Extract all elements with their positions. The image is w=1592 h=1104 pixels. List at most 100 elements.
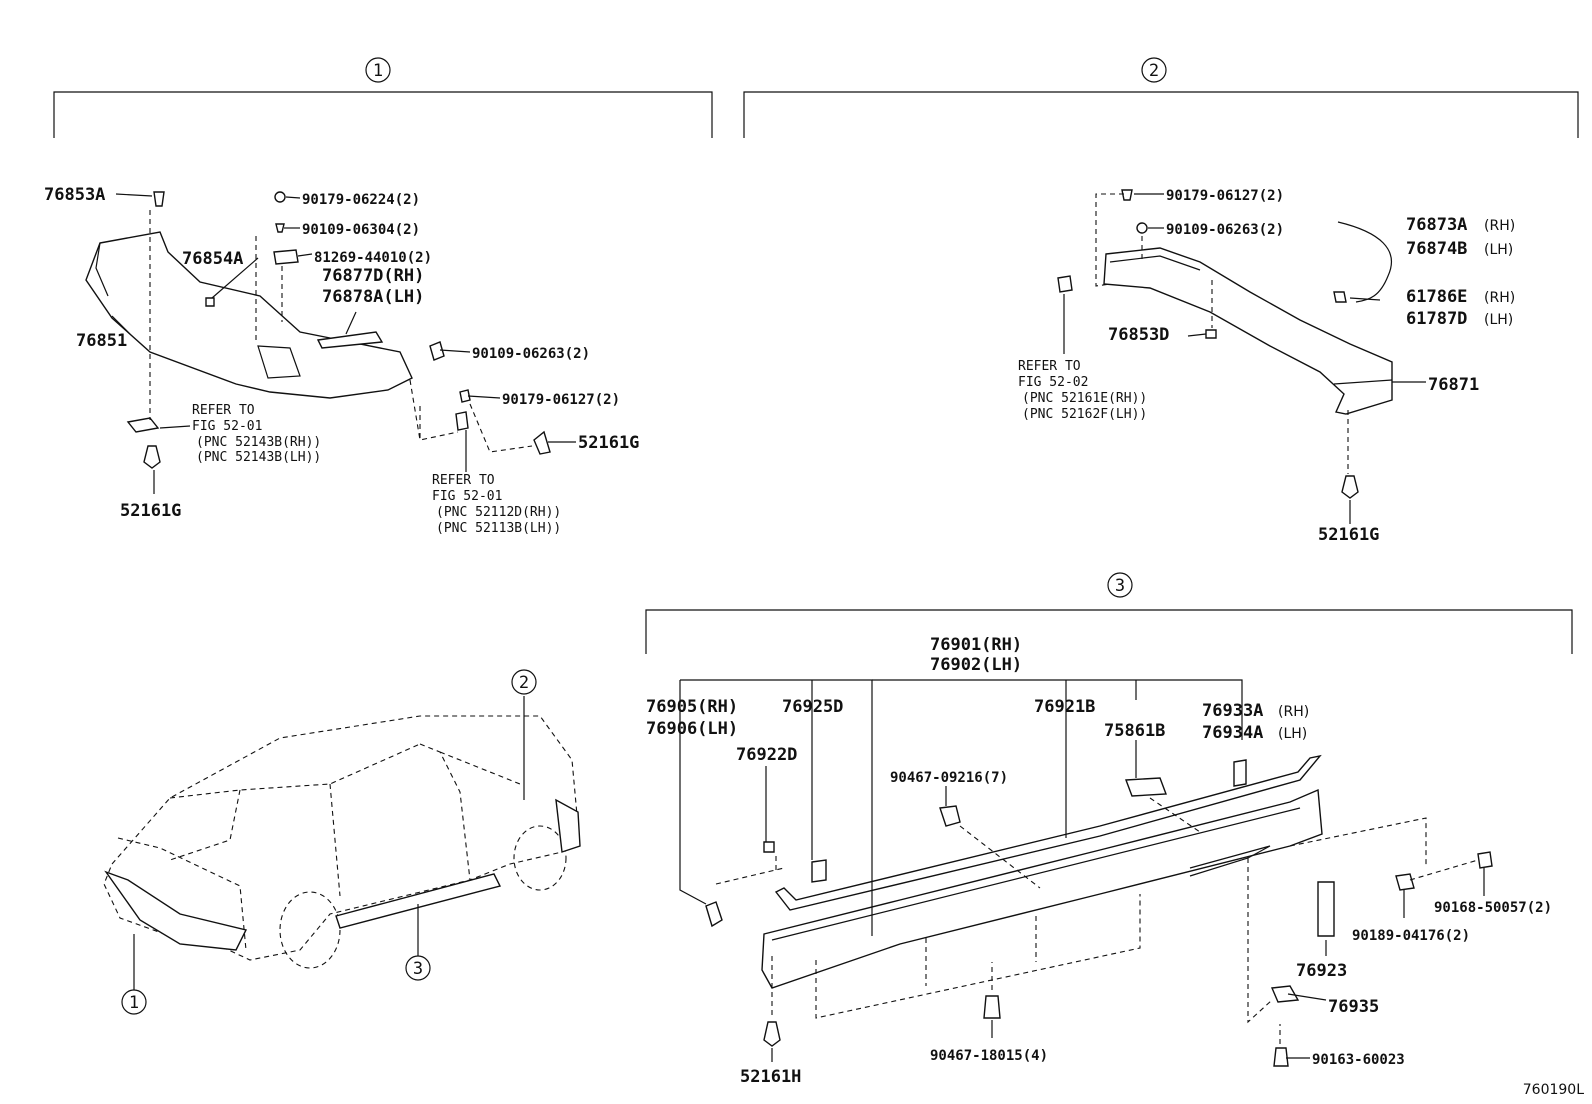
front-wheel xyxy=(279,891,341,969)
label-52161G-rear: 52161G xyxy=(1318,525,1379,545)
clip-90467-18015-part xyxy=(983,995,1001,1019)
nut-part xyxy=(274,191,286,203)
label-52161G-right: 52161G xyxy=(578,433,639,453)
label-76874B-side: (LH) xyxy=(1484,242,1513,258)
label-76874B: 76874B xyxy=(1406,239,1467,259)
label-76871: 76871 xyxy=(1428,375,1479,395)
pad-76923-part xyxy=(1317,881,1335,937)
svg-text:REFER TO: REFER TO xyxy=(192,403,255,418)
bracket-76935-part xyxy=(1270,985,1300,1003)
grommet-52161H-part xyxy=(763,1021,781,1047)
clip-76853A-part xyxy=(153,191,165,207)
label-90109-06304: 90109-06304(2) xyxy=(302,222,420,238)
front-spoiler-part xyxy=(85,231,413,399)
label-76901: 76901(RH) xyxy=(930,635,1022,655)
callout-3-label: 3 xyxy=(1115,576,1125,596)
tape-76925D-part xyxy=(811,859,827,883)
label-90109-06263-rear: 90109-06263(2) xyxy=(1166,222,1284,238)
label-76921B: 76921B xyxy=(1034,697,1095,717)
label-76933A-side: (RH) xyxy=(1278,704,1309,720)
svg-text:FIG 52-01: FIG 52-01 xyxy=(432,489,502,504)
label-75861B: 75861B xyxy=(1104,721,1165,741)
label-76873A-side: (RH) xyxy=(1484,218,1515,234)
label-76905: 76905(RH) xyxy=(646,697,738,717)
label-61786E-side: (RH) xyxy=(1484,290,1515,306)
svg-text:FIG 52-02: FIG 52-02 xyxy=(1018,375,1088,390)
svg-text:(PNC 52113B(LH)): (PNC 52113B(LH)) xyxy=(436,521,561,536)
front-spoiler-highlight xyxy=(104,870,248,951)
label-76853D: 76853D xyxy=(1108,325,1169,345)
callout-2-label: 2 xyxy=(1149,61,1159,81)
section-3-bracket xyxy=(645,609,1573,654)
section-3: 76901(RH) 76902(LH) 76905(RH) 76906(LH) … xyxy=(646,635,1552,1087)
callout-1-label: 1 xyxy=(373,61,383,81)
label-81269-44010: 81269-44010(2) xyxy=(314,250,432,266)
label-76878A: 76878A(LH) xyxy=(322,287,424,307)
label-76925D: 76925D xyxy=(782,697,843,717)
label-76933A: 76933A xyxy=(1202,701,1263,721)
section-2: 90179-06127(2) 90109-06263(2) 76873A (RH… xyxy=(1018,188,1515,545)
rear-wheel xyxy=(513,825,567,891)
grommet-52161G-part xyxy=(143,445,161,469)
trim-strip-part xyxy=(316,331,384,349)
clip-90467-09216-part xyxy=(939,805,961,827)
rear-spoiler-part xyxy=(1103,247,1393,415)
svg-text:(PNC 52161E(RH)): (PNC 52161E(RH)) xyxy=(1022,391,1147,406)
moulding-76921B-part xyxy=(774,754,1322,911)
tape-75861B-part xyxy=(1125,777,1167,797)
svg-text:FIG 52-01: FIG 52-01 xyxy=(192,419,262,434)
label-76922D: 76922D xyxy=(736,745,797,765)
label-76934A-side: (LH) xyxy=(1278,726,1307,742)
label-90179-06224: 90179-06224(2) xyxy=(302,192,420,208)
label-90179-06127-rear: 90179-06127(2) xyxy=(1166,188,1284,204)
svg-text:(PNC 52143B(RH)): (PNC 52143B(RH)) xyxy=(196,435,321,450)
section-2-bracket xyxy=(743,91,1579,138)
label-90467-18015: 90467-18015(4) xyxy=(930,1048,1048,1064)
callout-3-top: 3 xyxy=(1107,572,1133,598)
label-76934A: 76934A xyxy=(1202,723,1263,743)
side-skirt-highlight xyxy=(335,873,502,929)
label-61787D: 61787D xyxy=(1406,309,1467,329)
label-52161H: 52161H xyxy=(740,1067,801,1087)
vehicle-overview: 1 3 2 xyxy=(103,669,581,1015)
label-76873A: 76873A xyxy=(1406,215,1467,235)
label-76877D: 76877D(RH) xyxy=(322,266,424,286)
label-52161G-left: 52161G xyxy=(120,501,181,521)
label-90163-60023: 90163-60023 xyxy=(1312,1052,1405,1068)
label-76923: 76923 xyxy=(1296,961,1347,981)
refer-note-1: REFER TO FIG 52-01 (PNC 52143B(RH)) (PNC… xyxy=(192,403,321,465)
bracket-clip-part xyxy=(126,417,160,433)
label-90467-09216: 90467-09216(7) xyxy=(890,770,1008,786)
svg-text:(PNC 52143B(LH)): (PNC 52143B(LH)) xyxy=(196,450,321,465)
svg-text:REFER TO: REFER TO xyxy=(432,473,495,488)
wire-76873A-part xyxy=(1337,221,1393,303)
refer-note-3: REFER TO FIG 52-02 (PNC 52161E(RH)) (PNC… xyxy=(1018,359,1147,422)
label-76853A: 76853A xyxy=(44,185,105,205)
side-skirt-part xyxy=(761,788,1323,989)
svg-text:REFER TO: REFER TO xyxy=(1018,359,1081,374)
label-90189-04176: 90189-04176(2) xyxy=(1352,928,1470,944)
section-1: 76853A 90179-06224(2) 90109-06304(2) 812… xyxy=(44,185,639,536)
callout-1-top: 1 xyxy=(365,57,391,83)
rear-spoiler-highlight xyxy=(555,798,581,853)
label-76902: 76902(LH) xyxy=(930,655,1022,675)
refer-note-2: REFER TO FIG 52-01 (PNC 52112D(RH)) (PNC… xyxy=(432,473,561,536)
overview-callout-2: 2 xyxy=(519,673,529,693)
label-90109-06263: 90109-06263(2) xyxy=(472,346,590,362)
label-90179-06127: 90179-06127(2) xyxy=(502,392,620,408)
grommet-52161G-rear-part xyxy=(1341,475,1359,499)
label-76854A: 76854A xyxy=(182,249,243,269)
label-61787D-side: (LH) xyxy=(1484,312,1513,328)
figure-code: 760190L xyxy=(1523,1082,1584,1098)
callout-2-top: 2 xyxy=(1141,57,1167,83)
label-76906: 76906(LH) xyxy=(646,719,738,739)
label-76935: 76935 xyxy=(1328,997,1379,1017)
retainer-81269-part xyxy=(273,249,299,265)
overview-callout-3: 3 xyxy=(413,959,423,979)
label-76851: 76851 xyxy=(76,331,127,351)
svg-text:(PNC 52112D(RH)): (PNC 52112D(RH)) xyxy=(436,505,561,520)
label-90168-50057: 90168-50057(2) xyxy=(1434,900,1552,916)
section-1-bracket xyxy=(53,91,713,138)
